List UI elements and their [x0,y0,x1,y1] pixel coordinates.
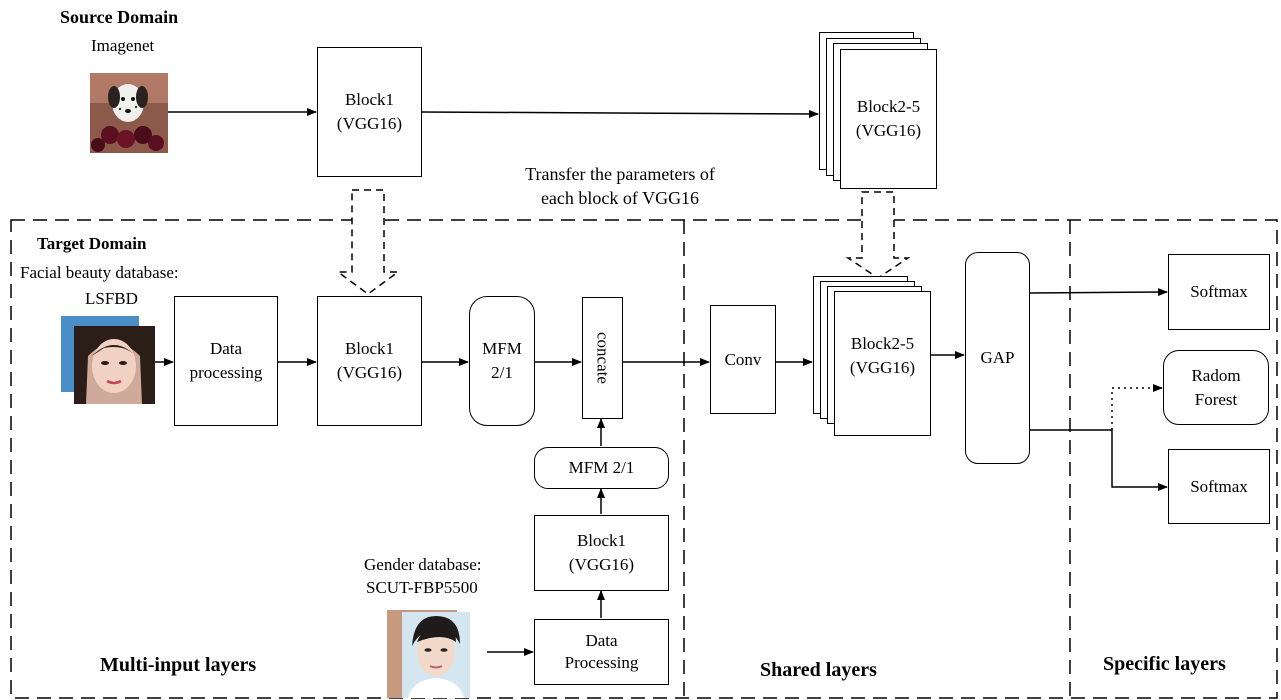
source-block1-box: Block1 (VGG16) [317,47,422,177]
mfm2-box: MFM 2/1 [534,447,669,489]
source-domain-title: Source Domain [60,7,179,27]
data-processing-b-box: Data Processing [534,619,669,685]
concate-box: concate [582,297,623,419]
dalmatian-dog-photo [90,73,168,153]
target-domain-title: Target Domain [37,234,147,253]
softmax2-box: Softmax [1168,449,1270,524]
shared-section-label: Shared layers [760,659,877,681]
shared-block25-box: Block2-5 (VGG16) [834,291,931,436]
source-block25-box: Block2-5 (VGG16) [840,49,937,189]
facial-db-name: LSFBD [85,289,138,308]
multi-input-section-label: Multi-input layers [100,654,257,676]
transfer-note-line2: each block of VGG16 [540,188,700,208]
arrow-gap-softmax2 [1030,429,1168,491]
conv-box: Conv [710,305,776,414]
target-domain-region [10,219,1278,699]
mfm-box: MFM 2/1 [469,296,535,426]
transfer-arrow-block25 [845,191,911,279]
transfer-note-line1: Transfer the parameters of [525,164,715,184]
block1-b-box: Block1 (VGG16) [534,515,669,591]
gender-db-name: SCUT-FBP5500 [366,578,478,597]
arrow-gap-forest-dotted [1111,384,1163,430]
male-face-photo [402,612,470,698]
transfer-arrow-block1 [335,189,401,295]
target-block1-box: Block1 (VGG16) [317,296,422,426]
female-face-photo [74,326,155,404]
softmax1-box: Softmax [1168,254,1270,330]
dog-icon [90,73,168,153]
gender-db-label: Gender database: [364,555,482,574]
specific-section-label: Specific layers [1103,653,1226,675]
female-face-icon [74,326,155,404]
arrow-gap-softmax1 [1029,288,1168,297]
transfer-note: Transfer the parameters of each block of… [490,162,750,210]
concate-label: concate [593,332,613,384]
arrow-block1-block25 [421,109,819,118]
region-outlines [10,219,1278,699]
facial-db-label: Facial beauty database: [20,263,179,282]
random-forest-box: Radom Forest [1163,350,1269,425]
male-face-icon [402,612,470,698]
data-processing-box: Data processing [174,296,278,426]
gap-box: GAP [965,252,1030,464]
source-dataset-label: Imagenet [91,36,155,55]
transfer-arrows [335,189,911,295]
